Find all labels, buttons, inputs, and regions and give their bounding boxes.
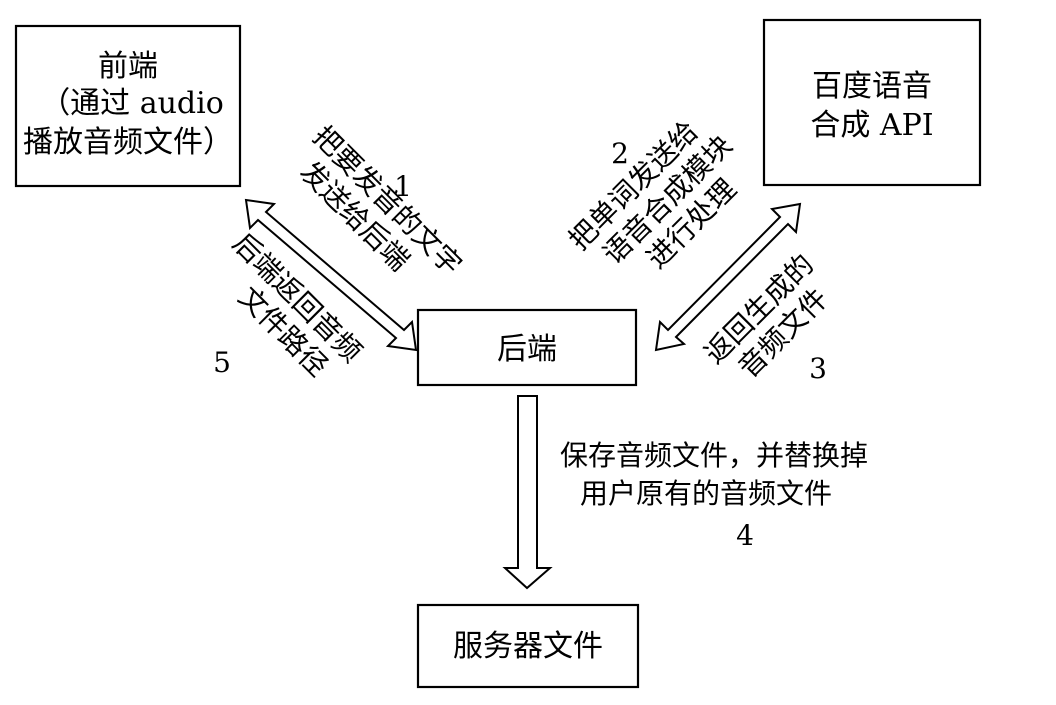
server-files-box [416, 603, 640, 689]
step3-number: 3 [809, 352, 827, 385]
server-files-label: 服务器文件 [453, 629, 603, 664]
frontend-box [14, 24, 242, 188]
backend-label: 后端 [497, 332, 557, 367]
frontend-title: 前端 [98, 49, 158, 84]
baidu-line-1: 百度语音 [812, 69, 932, 104]
step4-text-line-2: 用户原有的音频文件 [580, 477, 832, 510]
step2-number: 2 [611, 137, 629, 170]
frontend-backend-double-arrow [244, 198, 418, 352]
step5-number: 5 [213, 346, 231, 379]
backend-to-server-arrow [502, 395, 553, 590]
backend-box [416, 308, 638, 387]
step1-label: 把要发音的文字 发送给后端 [294, 120, 469, 282]
step4-text-line-1: 保存音频文件，并替换掉 [560, 439, 868, 472]
frontend-line-2: （通过 audio [40, 86, 224, 121]
frontend-line-3: 播放音频文件） [23, 125, 233, 160]
baidu-line-2: 合成 API [810, 108, 933, 143]
step1-number: 1 [394, 170, 412, 203]
baidu-tts-box [762, 18, 982, 187]
backend-baidu-double-arrow [654, 202, 802, 352]
step4-number: 4 [736, 519, 754, 552]
